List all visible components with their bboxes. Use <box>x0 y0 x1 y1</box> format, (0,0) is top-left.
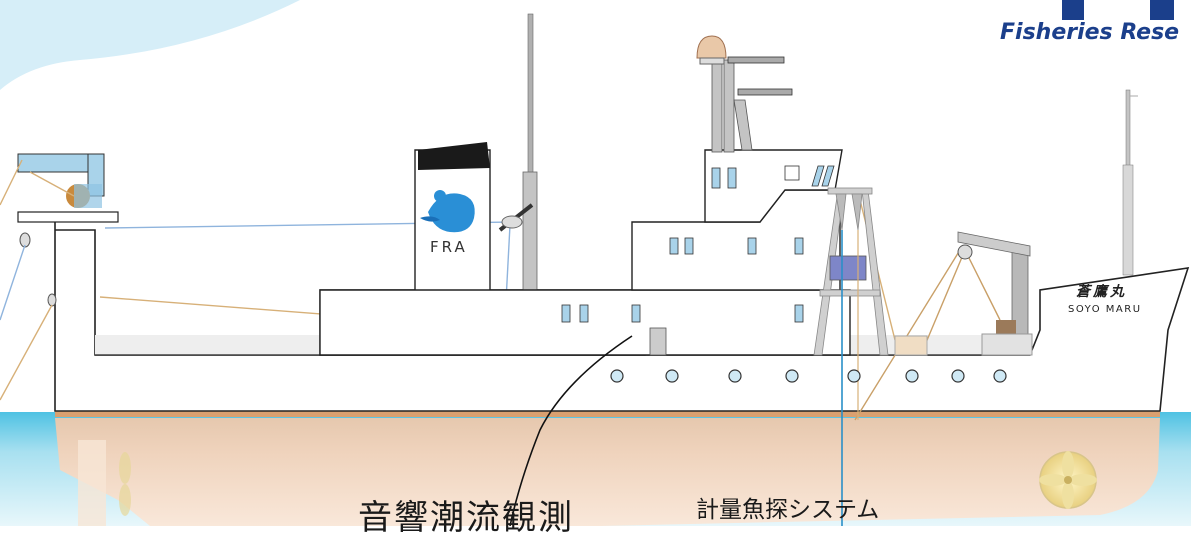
ship-name-english: SOYO MARU <box>1068 304 1142 315</box>
adcp-cable <box>509 335 633 527</box>
stern-sheave-1 <box>19 232 31 248</box>
radome <box>696 35 727 59</box>
sky-shape <box>0 0 300 90</box>
bow-crane-jib <box>957 231 1031 257</box>
bow-deck-box <box>996 320 1016 334</box>
radar-antenna-1 <box>727 56 785 64</box>
funnel-logo-text: FRA <box>430 238 468 256</box>
logo-mark-right <box>1150 0 1174 20</box>
stern-sheave-2 <box>47 293 57 307</box>
logo-text: Fisheries Rese <box>1000 20 1180 45</box>
stern-platform <box>17 211 119 223</box>
port-window-3 <box>631 304 641 323</box>
rudder-post <box>78 440 106 526</box>
fra-logo <box>420 190 475 233</box>
door <box>649 327 667 356</box>
portholes <box>610 369 1007 383</box>
funnel-cap <box>418 142 490 170</box>
radar-antenna-2 <box>737 88 793 96</box>
main-deckhouse <box>319 289 851 356</box>
label-current-observation: 音響潮流観測 <box>358 498 574 538</box>
label-echo-sounder: 計量魚探システム <box>696 497 880 523</box>
echo-unit <box>829 255 867 281</box>
port-window-4 <box>794 304 804 323</box>
port-window-2 <box>579 304 589 323</box>
port-window-1 <box>561 304 571 323</box>
mast-lower <box>522 171 538 299</box>
ship-illustration <box>0 0 1191 527</box>
a-frame <box>813 187 889 356</box>
bow-thruster <box>1039 451 1097 509</box>
mast-upper <box>527 13 534 175</box>
waterline-stripe <box>55 411 1160 417</box>
radar-mast-post-1 <box>711 59 723 153</box>
hull-underwater <box>55 418 1160 526</box>
stern-propeller <box>119 452 131 516</box>
ship-name-japanese: 蒼鷹丸 <box>1076 284 1127 300</box>
radar-mast-post-2 <box>723 59 735 153</box>
hull <box>54 220 1190 412</box>
logo-mark-left <box>1062 0 1084 20</box>
midship-box <box>894 335 928 356</box>
